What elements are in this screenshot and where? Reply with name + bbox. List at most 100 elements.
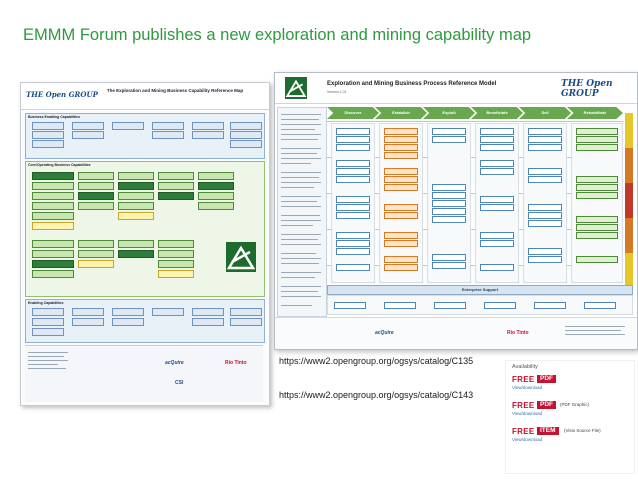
capability-cell [78, 240, 114, 248]
core-operating-label: Core/Operating Business Capabilities [28, 163, 91, 167]
mining-logo-icon [285, 77, 307, 99]
capability-cell [32, 212, 74, 220]
capability-cell [158, 260, 194, 268]
catalog-link-c135[interactable]: https://www2.opengroup.org/ogsys/catalog… [279, 356, 474, 366]
catalog-link-c143[interactable]: https://www2.opengroup.org/ogsys/catalog… [279, 390, 474, 400]
free-label: FREE [512, 375, 535, 384]
capability-map-header: THE Open GROUP The Exploration and Minin… [21, 83, 269, 110]
capability-cell [72, 122, 104, 130]
capability-cell [32, 202, 74, 210]
capability-cell [32, 222, 74, 230]
process-column [427, 123, 471, 283]
capability-cell [32, 318, 64, 326]
capability-map-poster[interactable]: THE Open GROUP The Exploration and Minin… [20, 82, 270, 406]
capability-cell [32, 250, 74, 258]
availability-row[interactable]: FREE PDF View/download [512, 375, 632, 393]
capability-cell [192, 318, 224, 326]
process-model-header: Exploration and Mining Business Process … [275, 73, 637, 104]
phase-establish: Establish [375, 107, 427, 119]
availability-row[interactable]: FREE PDF (PDF Graphic) View/download [512, 401, 632, 419]
capability-cell [152, 131, 184, 139]
process-model-description [277, 107, 327, 317]
open-group-logo: THE Open GROUP [26, 90, 98, 99]
capability-cell [192, 308, 224, 316]
capability-cell [78, 182, 114, 190]
capability-cell [198, 182, 234, 190]
sponsor-acquire: acQuire [165, 360, 184, 366]
capability-cell [72, 308, 104, 316]
capability-cell [152, 122, 184, 130]
capability-cell [230, 308, 262, 316]
format-note: (PDF Graphic) [560, 402, 590, 407]
sponsor-acquire: acQuire [375, 330, 394, 336]
capability-cell [198, 202, 234, 210]
process-column [571, 123, 623, 283]
capability-cell [118, 212, 154, 220]
capability-cell [118, 202, 154, 210]
availability-panel: Availability FREE PDF View/download FREE… [505, 360, 635, 474]
support-row [327, 295, 633, 315]
slide-title: EMMM Forum publishes a new exploration a… [23, 26, 532, 44]
capability-cell [32, 172, 74, 180]
capability-cell [158, 250, 194, 258]
open-group-logo: THE Open GROUP [561, 79, 613, 99]
capability-cell [158, 192, 194, 200]
capability-cell [230, 131, 262, 139]
capability-cell [118, 250, 154, 258]
capability-cell [32, 308, 64, 316]
sponsor-riotinto: Rio Tinto [507, 330, 529, 336]
process-model-title: Exploration and Mining Business Process … [327, 81, 497, 87]
free-label: FREE [512, 401, 535, 410]
phase-discover: Discover [327, 107, 379, 119]
process-model-version: Version 1.01 [327, 90, 347, 94]
capability-cell [32, 328, 64, 336]
capability-cell [78, 250, 114, 258]
sponsor-riotinto: Rio Tinto [225, 360, 247, 366]
process-model-poster[interactable]: Exploration and Mining Business Process … [274, 72, 638, 350]
capability-cell [118, 182, 154, 190]
capability-cell [192, 131, 224, 139]
core-operating-band: Core/Operating Business Capabilities [25, 161, 265, 297]
capability-cell [152, 308, 184, 316]
capability-cell [78, 172, 114, 180]
view-download-link[interactable]: View/download [512, 437, 543, 442]
process-column [475, 123, 519, 283]
capability-cell [230, 122, 262, 130]
phase-sell: Sell [519, 107, 571, 119]
capability-cell [158, 182, 194, 190]
enterprise-support-bar: Enterprise Support [327, 285, 633, 295]
business-enabling-label: Business Enabling Capabilities [28, 115, 80, 119]
phase-rehabilitate: Rehabilitate [567, 107, 623, 119]
capability-cell [32, 260, 74, 268]
capability-cell [230, 140, 262, 148]
availability-title: Availability [512, 364, 538, 370]
enabling-label: Enabling Capabilities [28, 301, 64, 305]
capability-cell [78, 192, 114, 200]
process-model-footer: acQuire Rio Tinto [275, 317, 637, 349]
capability-cell [32, 240, 74, 248]
capability-cell [72, 318, 104, 326]
phase-chevrons: Discover Establish Exploit Beneficiate S… [327, 107, 623, 119]
availability-row[interactable]: FREE ITEM (Visio Source File) View/downl… [512, 427, 632, 445]
sponsor-csi: CSI [175, 380, 184, 386]
pdf-badge: PDF [537, 401, 556, 409]
format-note: (Visio Source File) [564, 428, 601, 433]
view-download-link[interactable]: View/download [512, 385, 543, 390]
capability-map-footer: acQuire Rio Tinto CSI [25, 345, 263, 402]
capability-cell [112, 308, 144, 316]
capability-cell [32, 182, 74, 190]
capability-cell [72, 131, 104, 139]
view-download-link[interactable]: View/download [512, 411, 543, 416]
phase-beneficiate: Beneficiate [471, 107, 523, 119]
capability-cell [230, 318, 262, 326]
capability-cell [32, 122, 64, 130]
capability-cell [198, 172, 234, 180]
enabling-band: Enabling Capabilities [25, 299, 265, 343]
capability-map-title: The Exploration and Mining Business Capa… [106, 88, 244, 93]
capability-cell [158, 240, 194, 248]
process-column [379, 123, 423, 283]
capability-cell [32, 270, 74, 278]
capability-cell [112, 122, 144, 130]
business-enabling-band: Business Enabling Capabilities [25, 113, 265, 159]
process-column [331, 123, 375, 283]
